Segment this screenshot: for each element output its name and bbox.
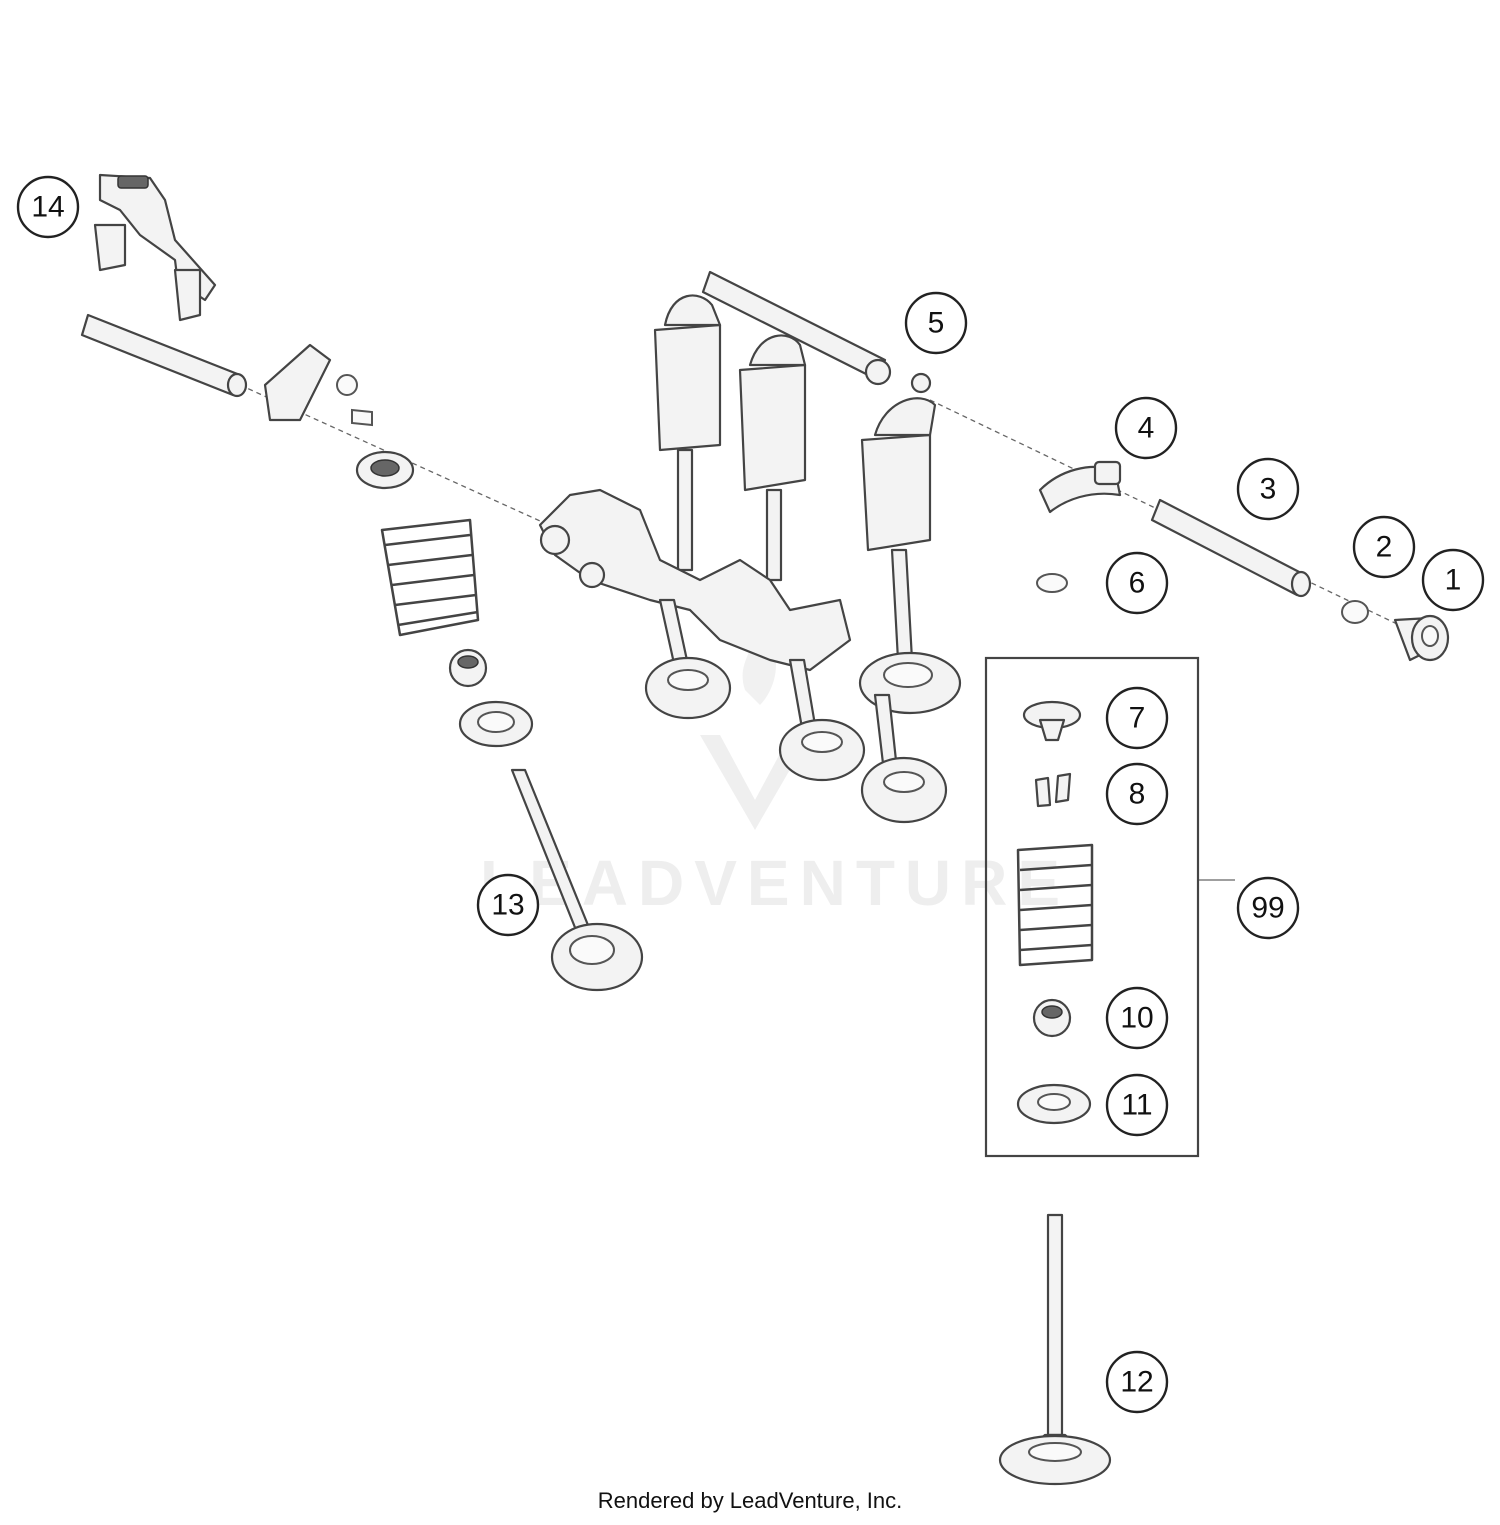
valve-lower-a: [644, 598, 732, 720]
callout-1: 1: [1421, 548, 1485, 612]
valve-stem-seal-10: [1032, 998, 1072, 1038]
callout-label: 11: [1121, 1089, 1152, 1122]
callout-6: 6: [1105, 551, 1169, 615]
footer-credit: Rendered by LeadVenture, Inc.: [597, 1488, 903, 1513]
callout-label: 1: [1445, 564, 1462, 597]
callout-5: 5: [904, 291, 968, 355]
callout-14: 14: [16, 175, 80, 239]
callout-label: 10: [1120, 1002, 1153, 1035]
spring-seat-11: [1016, 1083, 1092, 1125]
rocker-shaft-upper: [701, 270, 892, 386]
callout-label: 14: [31, 191, 64, 224]
valve-spring-left: [380, 518, 480, 637]
valve-13: [510, 768, 644, 992]
rocker-arm-4: [1038, 460, 1122, 514]
callout-label: 6: [1129, 567, 1146, 600]
rocker-shaft-left: [80, 313, 248, 398]
callout-label: 12: [1120, 1366, 1153, 1399]
valve-spring-kit: [1016, 843, 1094, 967]
retainer-7: [1022, 700, 1082, 742]
valve-12: [998, 1213, 1112, 1486]
callout-11: 11: [1105, 1073, 1169, 1137]
spring-seat-left: [458, 700, 534, 748]
callout-label: 4: [1138, 412, 1155, 445]
valve-retainer-left: [355, 450, 415, 490]
leadventure-watermark: LEADVENTURE: [480, 620, 1060, 919]
callout-label: 2: [1376, 531, 1393, 564]
plug-1: [1393, 614, 1450, 662]
callout-label: 99: [1251, 892, 1284, 925]
bolt-5: [910, 372, 932, 394]
valve-lower-b: [778, 658, 866, 782]
callout-label: 5: [928, 307, 945, 340]
rocker-shaft-lower: [538, 488, 858, 672]
callout-group: 14 5 4 3 2 1 6 7 8 99 10 11 13 12: [16, 175, 1485, 1414]
rocker-follower-left: [263, 343, 373, 427]
valve-assembly-b: [738, 334, 807, 582]
valve-assembly-a: [653, 294, 722, 572]
callout-4: 4: [1114, 396, 1178, 460]
callout-label: 3: [1260, 473, 1277, 506]
callout-label: 8: [1129, 778, 1146, 811]
valve-stem-seal-left: [448, 648, 488, 688]
rocker-arm-part: [93, 173, 217, 322]
callout-label: 13: [491, 889, 524, 922]
kit-box-99: [984, 656, 1200, 1158]
shim-6: [1036, 573, 1068, 593]
callout-13: 13: [476, 873, 540, 937]
o-ring-2: [1341, 600, 1369, 624]
valve-lower-c: [860, 693, 948, 824]
callout-10: 10: [1105, 986, 1169, 1050]
callout-12: 12: [1105, 1350, 1169, 1414]
valve-assembly-c: [858, 397, 962, 715]
callout-label: 7: [1129, 702, 1146, 735]
callout-3: 3: [1236, 457, 1300, 521]
callout-7: 7: [1105, 686, 1169, 750]
valve-keeper-8: [1034, 772, 1072, 808]
callout-99: 99: [1236, 876, 1300, 940]
callout-2: 2: [1352, 515, 1416, 579]
rocker-shaft-3: [1150, 498, 1312, 598]
callout-8: 8: [1105, 762, 1169, 826]
